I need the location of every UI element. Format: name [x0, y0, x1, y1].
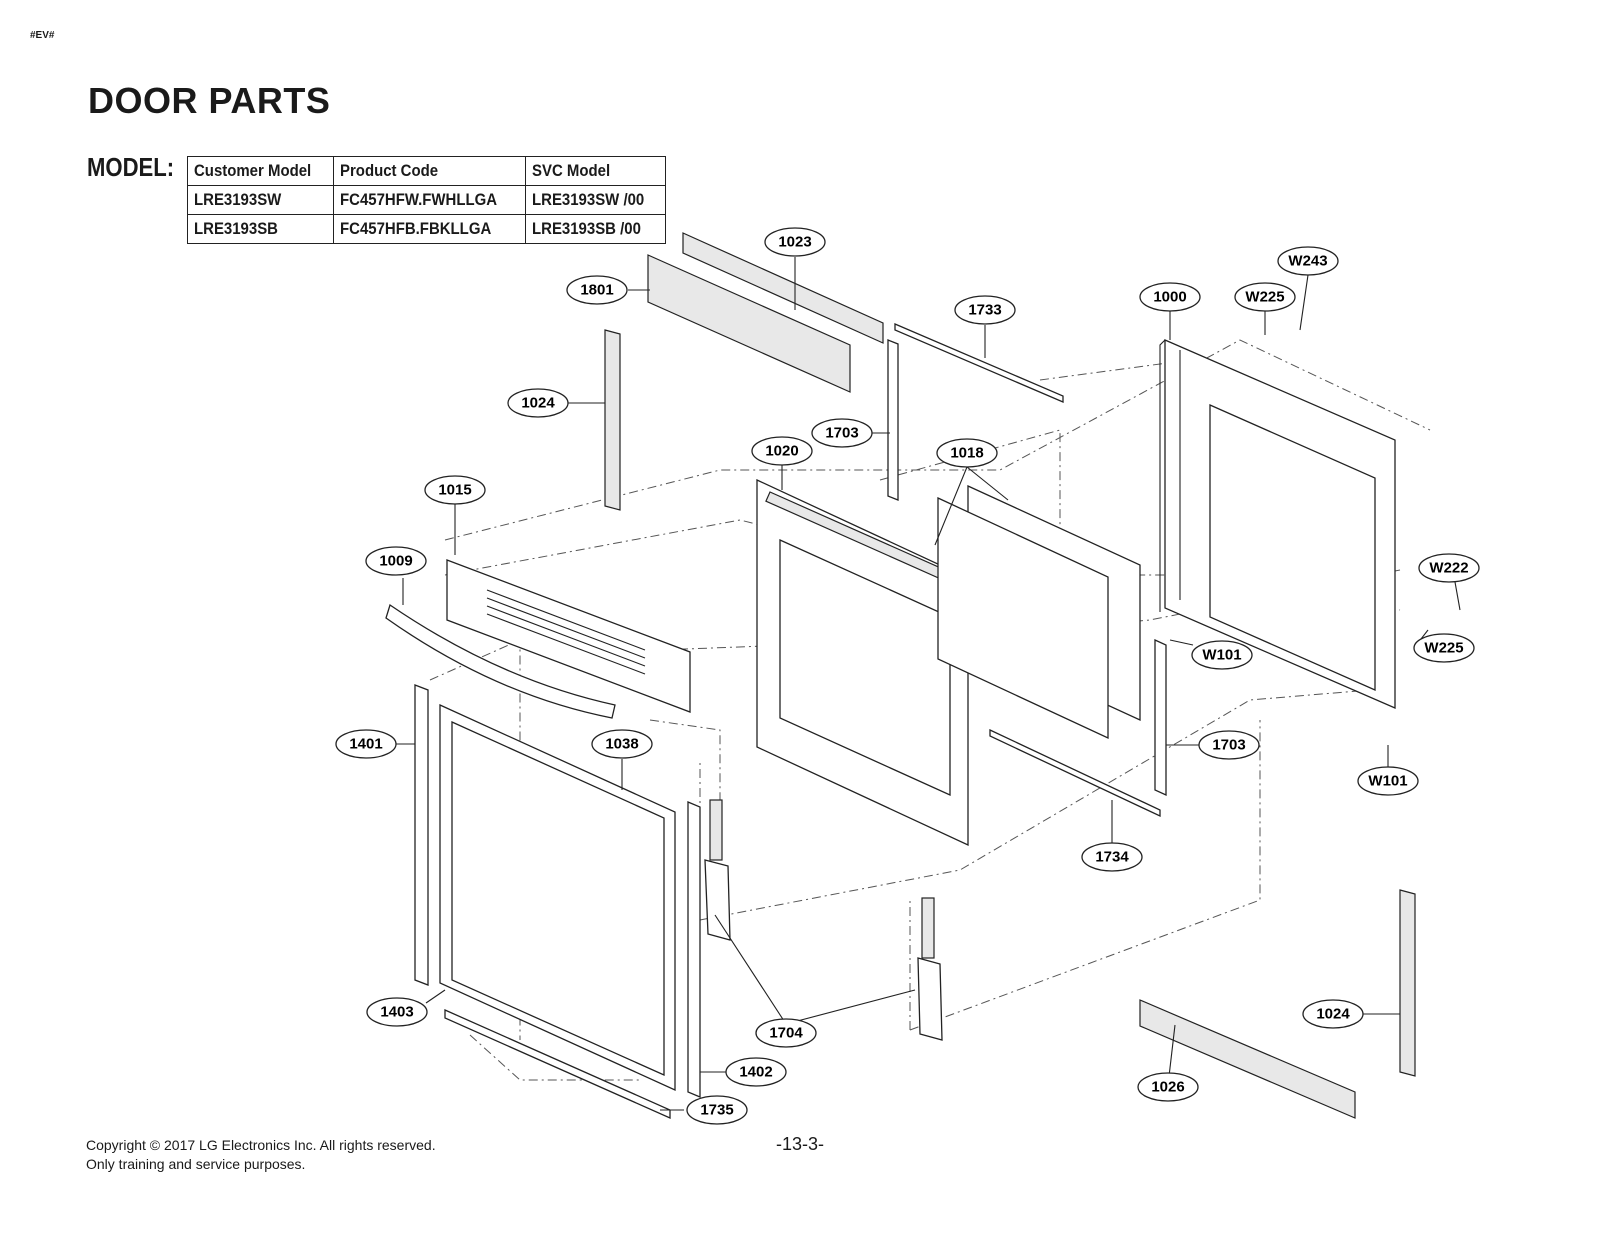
header-customer-model: Customer Model	[186, 156, 335, 186]
callout-W225-right: W225	[1413, 633, 1475, 663]
callout-1703-lower: 1703	[1198, 730, 1260, 760]
callout-1038: 1038	[591, 729, 653, 759]
svg-text:W243: W243	[1288, 253, 1327, 270]
header-svc-model: SVC Model	[524, 156, 667, 186]
svg-text:1733: 1733	[968, 302, 1001, 319]
callout-1403: 1403	[366, 997, 428, 1027]
model-table: Customer Model Product Code SVC Model LR…	[186, 156, 667, 244]
svg-text:W222: W222	[1429, 560, 1468, 577]
callout-1801: 1801	[566, 275, 628, 305]
svg-text:1023: 1023	[778, 234, 811, 251]
svg-text:1401: 1401	[349, 736, 382, 753]
callout-1000: 1000	[1139, 282, 1201, 312]
table-row: LRE3193SW FC457HFW.FWHLLGA LRE3193SW /00	[186, 185, 667, 215]
part-1024-upper-strip	[604, 329, 621, 511]
callout-1733: 1733	[954, 295, 1016, 325]
svg-text:1703: 1703	[1212, 737, 1245, 754]
svg-text:1704: 1704	[769, 1025, 803, 1042]
cell-customer-model: LRE3193SW	[186, 185, 335, 215]
part-1024-lower-strip	[1399, 889, 1416, 1077]
cell-svc-model: LRE3193SB /00	[524, 214, 667, 244]
footer: Copyright © 2017 LG Electronics Inc. All…	[86, 1136, 436, 1174]
part-1009-handle	[385, 603, 616, 719]
part-1020-inner-door	[756, 478, 969, 847]
callout-1734: 1734	[1081, 842, 1143, 872]
part-1703-channel-upper	[887, 339, 899, 501]
cell-product-code: FC457HFW.FWHLLGA	[333, 185, 526, 215]
callout-1703-upper: 1703	[811, 418, 873, 448]
callout-W243: W243	[1277, 246, 1339, 276]
part-1000-door-liner	[1159, 339, 1396, 709]
part-1801-panel	[647, 254, 851, 393]
callout-1026: 1026	[1137, 1072, 1199, 1102]
svg-text:1402: 1402	[739, 1064, 772, 1081]
svg-text:1735: 1735	[700, 1102, 733, 1119]
callout-W222: W222	[1418, 553, 1480, 583]
page-number: -13-3-	[776, 1134, 825, 1154]
callout-1704: 1704	[755, 1018, 817, 1048]
svg-text:W225: W225	[1245, 289, 1284, 306]
part-1026-bottom-strip	[1139, 999, 1356, 1119]
cell-product-code: FC457HFB.FBKLLGA	[333, 214, 526, 244]
part-1704-hinge-left	[704, 799, 731, 941]
callout-1009: 1009	[365, 546, 427, 576]
part-1023-strip	[682, 232, 884, 344]
svg-text:1000: 1000	[1153, 289, 1186, 306]
part-1704-hinge-right	[917, 897, 943, 1041]
part-1038-outer-glass	[439, 703, 676, 1092]
header-product-code: Product Code	[333, 156, 526, 186]
usage-note: Only training and service purposes.	[86, 1156, 306, 1172]
document-tag: #EV#	[30, 30, 55, 41]
svg-text:1703: 1703	[825, 425, 858, 442]
callout-W225-top: W225	[1234, 282, 1296, 312]
svg-text:1020: 1020	[765, 443, 798, 460]
callout-W101-middle: W101	[1191, 640, 1253, 670]
callout-1024-upper: 1024	[507, 388, 569, 418]
svg-text:W101: W101	[1368, 773, 1407, 790]
part-1402-side-trim	[687, 801, 701, 1098]
svg-text:1801: 1801	[580, 282, 613, 299]
callout-1018: 1018	[936, 438, 998, 468]
callout-1023: 1023	[764, 227, 826, 257]
svg-text:1734: 1734	[1095, 849, 1129, 866]
copyright-text: Copyright © 2017 LG Electronics Inc. All…	[86, 1137, 436, 1153]
callout-1735: 1735	[686, 1095, 748, 1125]
cell-svc-model: LRE3193SW /00	[524, 185, 667, 215]
model-table-header-row: Customer Model Product Code SVC Model	[186, 156, 667, 186]
model-label: MODEL:	[87, 152, 175, 182]
part-1018-glass-front	[937, 496, 1109, 740]
part-1401-side-trim	[414, 684, 429, 986]
part-1733-bracket	[894, 323, 1064, 403]
table-row: LRE3193SB FC457HFB.FBKLLGA LRE3193SB /00	[186, 214, 667, 244]
svg-text:1403: 1403	[380, 1004, 413, 1021]
callout-1402: 1402	[725, 1057, 787, 1087]
svg-text:1026: 1026	[1151, 1079, 1184, 1096]
svg-text:1038: 1038	[605, 736, 638, 753]
svg-text:1024: 1024	[521, 395, 555, 412]
page-title: DOOR PARTS	[88, 80, 331, 121]
callout-W101-lower: W101	[1357, 766, 1419, 796]
callout-1401: 1401	[335, 729, 397, 759]
svg-text:1015: 1015	[438, 482, 471, 499]
callout-1015: 1015	[424, 475, 486, 505]
svg-text:1018: 1018	[950, 445, 983, 462]
svg-text:1024: 1024	[1316, 1006, 1350, 1023]
part-1703-channel-lower	[1154, 638, 1167, 797]
part-1734-bracket	[989, 728, 1161, 818]
svg-text:1009: 1009	[379, 553, 412, 570]
part-1735-bracket	[444, 1008, 671, 1120]
svg-text:W101: W101	[1202, 647, 1241, 664]
callout-1020: 1020	[751, 436, 813, 466]
cell-customer-model: LRE3193SB	[186, 214, 335, 244]
svg-text:W225: W225	[1424, 640, 1463, 657]
part-1015-vent-trim	[446, 559, 691, 713]
callout-1024-lower: 1024	[1302, 999, 1364, 1029]
